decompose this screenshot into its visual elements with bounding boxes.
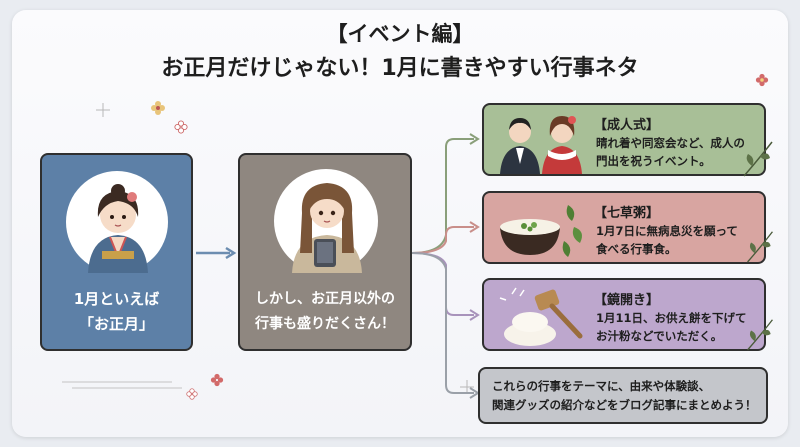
leaf-branch-icon <box>747 319 773 351</box>
event-card-nanakusa: 【七草粥】 1月7日に無病息災を願って 食べる行事食。 <box>482 191 766 264</box>
summary-note: これらの行事をテーマに、由来や体験談、 関連グッズの紹介などをブログ記事にまとめ… <box>478 367 768 424</box>
event-card-seijinshiki: 【成人式】 晴れ着や同窓会など、成人の 門出を祝うイベント。 <box>482 103 766 176</box>
event-title: 【成人式】 <box>594 118 660 133</box>
leaf-branch-icon <box>743 141 773 177</box>
summary-note-line1: これらの行事をテーマに、由来や体験談、 <box>492 379 711 393</box>
decorative-flower-icon <box>210 373 224 387</box>
event-title: 【鏡開き】 <box>594 293 660 308</box>
sparkle-icon <box>460 380 474 394</box>
event-card-kagami-biraki: 【鏡開き】 1月11日、お供え餅を下げて お汁粉などでいただく。 <box>482 278 766 351</box>
step-box-other-events: しかし、お正月以外の 行事も盛りだくさん！ <box>238 153 412 351</box>
girl-with-tablet-icon <box>292 183 362 273</box>
step-text-line1: しかし、お正月以外の <box>255 291 395 307</box>
decorative-flower-icon <box>174 120 188 134</box>
mallet-and-mochi-icon <box>499 287 583 346</box>
page-title: お正月だけじゃない！1月に書きやすい行事ネタ <box>161 56 639 81</box>
event-description-line1: 晴れ着や同窓会など、成人の <box>596 136 745 150</box>
event-description-line2: 門出を祝うイベント。 <box>596 154 711 168</box>
summary-note-line2: 関連グッズの紹介などをブログ記事にまとめよう！ <box>492 398 757 412</box>
step-box-january: 1月といえば 「お正月」 <box>40 153 193 351</box>
coming-of-age-couple-icon <box>500 116 582 174</box>
rice-porridge-bowl-icon <box>500 205 582 257</box>
decorative-flower-icon <box>755 73 769 87</box>
step-text-line2: 「お正月」 <box>78 315 154 333</box>
sparkle-icon <box>96 103 110 117</box>
decorative-flower-icon <box>151 101 165 115</box>
leaf-branch-icon <box>747 231 773 263</box>
branch-connector <box>412 133 480 399</box>
decorative-line-icon <box>62 381 182 389</box>
event-description-line2: 食べる行事食。 <box>596 242 677 256</box>
event-description-line1: 1月11日、お供え餅を下げて <box>596 311 747 325</box>
title-category: 【イベント編】 <box>326 22 474 46</box>
girl-in-kimono-icon <box>88 184 148 273</box>
event-title: 【七草粥】 <box>594 206 660 221</box>
event-description-line1: 1月7日に無病息災を願って <box>596 224 738 238</box>
decorative-flower-icon <box>186 388 198 400</box>
arrow-right-icon <box>196 246 237 260</box>
event-description-line2: お汁粉などでいただく。 <box>596 329 723 343</box>
step-text-line1: 1月といえば <box>73 290 160 308</box>
step-text-line2: 行事も盛りだくさん！ <box>255 316 395 332</box>
